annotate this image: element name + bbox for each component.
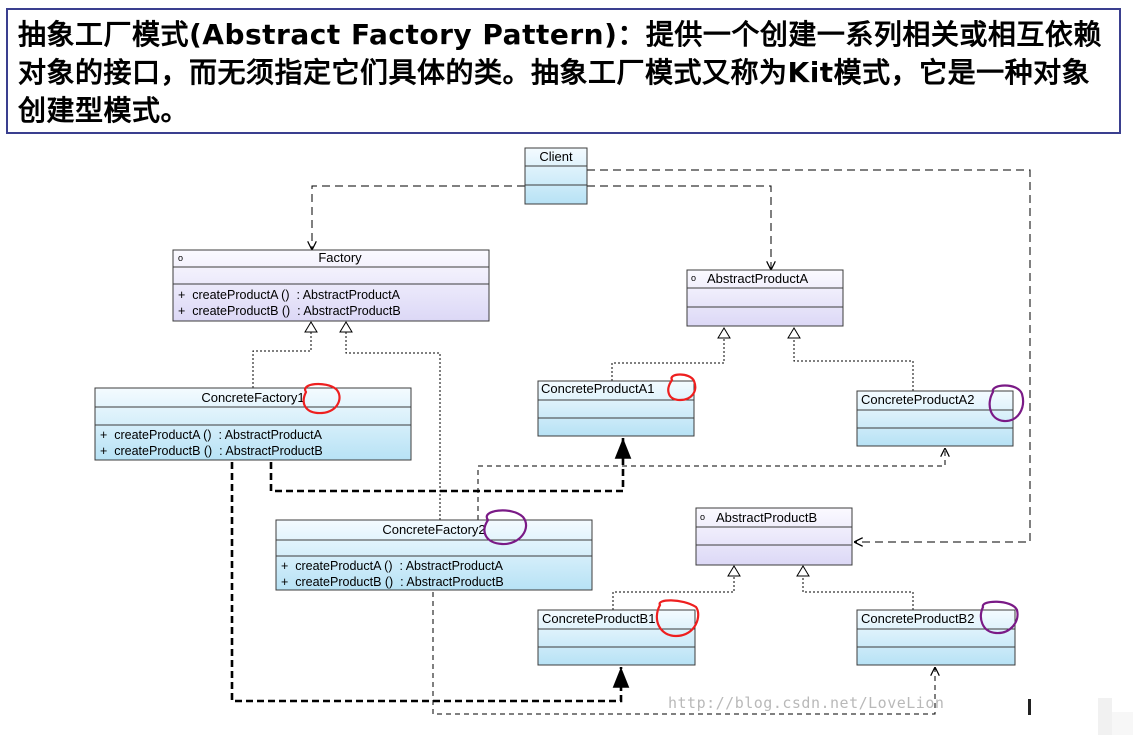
create-cf2-b2 — [432, 592, 935, 715]
concrete-product-b2-name: ConcreteProductB2 — [861, 611, 974, 626]
realize-b1-apb — [612, 576, 735, 610]
dep-client-abstract-product-b — [587, 169, 1031, 542]
cf1-op-create-a: + createProductA () : AbstractProductA — [100, 428, 323, 442]
concrete-product-a1-class: ConcreteProductA1 — [537, 380, 695, 437]
purple-circle-product-b2 — [979, 600, 1019, 635]
factory-interface: o Factory + createProductA () : Abstract… — [172, 249, 490, 322]
realize-b2-apb — [802, 576, 914, 610]
cf2-op-create-a: + createProductA () : AbstractProductA — [281, 559, 504, 573]
page-title: 抽象工厂模式(Abstract Factory Pattern)：提供一个创建一… — [18, 18, 1102, 127]
purple-circle-factory-2 — [483, 509, 528, 546]
annotation-circles — [302, 373, 1025, 638]
realize-a2-apa — [793, 338, 914, 391]
red-circle-product-b1 — [655, 599, 700, 638]
concrete-product-a1-name: ConcreteProductA1 — [541, 381, 654, 396]
red-circle-factory-1 — [302, 382, 341, 415]
concrete-factory-1-class: ConcreteFactory1 + createProductA () : A… — [94, 387, 412, 461]
abstract-product-b-name: AbstractProductB — [716, 510, 817, 525]
concrete-product-b2-class: ConcreteProductB2 — [856, 609, 1016, 666]
connectors — [230, 169, 1031, 715]
abstract-product-a-interface: o AbstractProductA — [686, 269, 844, 327]
purple-circle-product-a2 — [988, 384, 1025, 423]
create-cf2-a2 — [477, 448, 945, 520]
dep-client-abstract-product-a — [587, 185, 771, 270]
concrete-factory-1-name: ConcreteFactory1 — [201, 390, 304, 405]
create-cf1-b1 — [230, 462, 630, 703]
concrete-factory-2-name: ConcreteFactory2 — [382, 522, 485, 537]
abstract-product-b-interface: o AbstractProductB — [695, 507, 853, 566]
realize-cf2-factory — [345, 332, 441, 520]
create-cf1-a1 — [269, 438, 632, 493]
interface-icon: o — [178, 253, 183, 263]
corner-mark — [1028, 699, 1031, 715]
concrete-product-a2-name: ConcreteProductA2 — [861, 392, 974, 407]
concrete-product-b1-class: ConcreteProductB1 — [537, 609, 696, 666]
title-box: 抽象工厂模式(Abstract Factory Pattern)：提供一个创建一… — [6, 8, 1121, 134]
watermark: http://blog.csdn.net/LoveLion — [668, 694, 944, 712]
realize-a1-apa — [611, 338, 725, 381]
corner-fade — [1098, 698, 1133, 735]
interface-icon: o — [700, 512, 705, 522]
triangle-heads — [304, 321, 810, 577]
concrete-product-b1-name: ConcreteProductB1 — [542, 611, 655, 626]
interface-icon: o — [691, 273, 696, 283]
cf1-op-create-b: + createProductB () : AbstractProductB — [100, 444, 323, 458]
red-circle-product-a1 — [667, 373, 697, 402]
realize-cf1-factory — [252, 332, 312, 388]
cf2-op-create-b: + createProductB () : AbstractProductB — [281, 575, 504, 589]
abstract-product-a-name: AbstractProductA — [707, 271, 808, 286]
client-name: Client — [539, 149, 573, 164]
factory-op-create-b: + createProductB () : AbstractProductB — [178, 304, 401, 318]
concrete-product-a2-class: ConcreteProductA2 — [856, 390, 1014, 447]
client-class: Client — [524, 147, 588, 205]
dep-client-factory — [312, 185, 525, 250]
concrete-factory-2-class: ConcreteFactory2 + createProductA () : A… — [275, 519, 593, 591]
factory-name: Factory — [318, 250, 362, 265]
factory-op-create-a: + createProductA () : AbstractProductA — [178, 288, 401, 302]
